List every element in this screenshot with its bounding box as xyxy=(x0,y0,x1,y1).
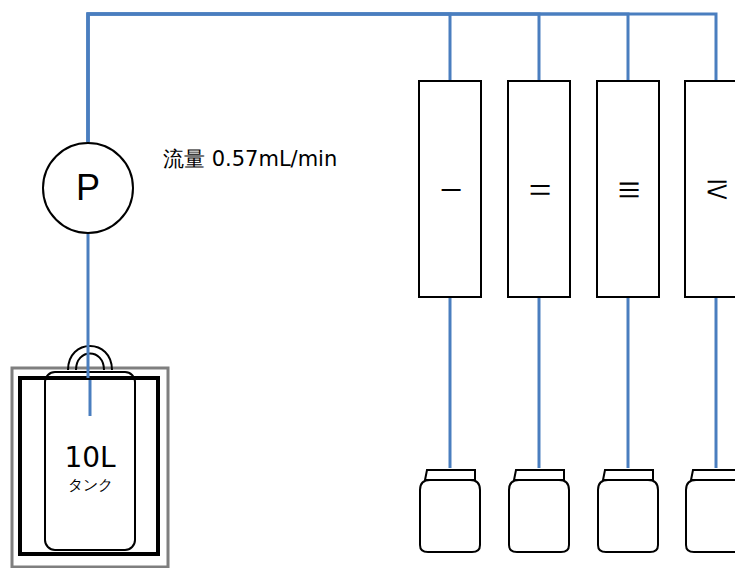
column-box: Ⅰ xyxy=(418,80,482,298)
bottle xyxy=(598,470,658,552)
pump-circle: P xyxy=(42,142,134,234)
node-label: Ⅲ xyxy=(611,176,646,202)
bottle xyxy=(686,470,735,552)
bottle xyxy=(420,470,480,552)
tube-connector xyxy=(88,14,450,142)
tank-body: 10Lタンク xyxy=(45,378,135,550)
flow-rate-label: 流量 0.57mL/min xyxy=(163,146,353,173)
tank-handle xyxy=(68,346,112,370)
node-label: Ⅱ xyxy=(522,176,557,202)
tube xyxy=(449,298,452,468)
column-box: Ⅱ xyxy=(507,80,571,298)
node-label: 10L xyxy=(64,440,115,476)
tank-case xyxy=(12,368,168,567)
bottle xyxy=(509,470,569,552)
node-label: Ⅰ xyxy=(433,176,468,202)
tube-connector xyxy=(87,234,90,378)
tube xyxy=(538,298,541,468)
tank-bottle xyxy=(45,372,135,550)
tube xyxy=(627,298,630,468)
node-sublabel: タンク xyxy=(68,476,113,496)
column-box: Ⅳ xyxy=(684,80,735,298)
column-box: Ⅲ xyxy=(596,80,660,298)
node-label: P xyxy=(76,167,100,209)
tube xyxy=(89,378,92,416)
tube xyxy=(715,298,718,468)
node-label: Ⅳ xyxy=(699,176,734,202)
tank-frame xyxy=(20,378,158,554)
